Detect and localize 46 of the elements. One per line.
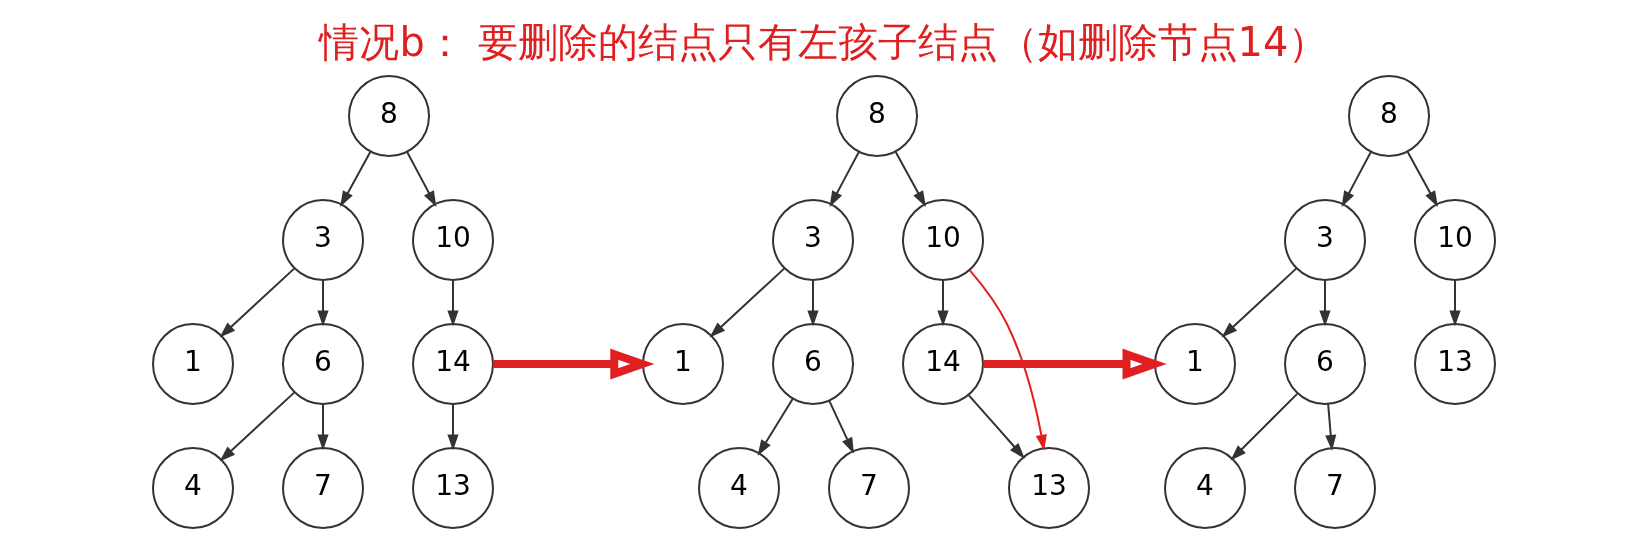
arrow (406, 151, 437, 207)
node-circle: 10 (412, 199, 494, 281)
node-circle: 8 (836, 75, 918, 157)
arrow (757, 397, 794, 456)
node-circle: 14 (902, 323, 984, 405)
node-circle: 7 (282, 447, 364, 529)
node-circle: 14 (412, 323, 494, 405)
diagram-title: 情况b： 要删除的结点只有左孩子结点（如删除节点14） (319, 19, 1329, 65)
node-circle: 6 (772, 323, 854, 405)
node-circle: 6 (1284, 323, 1366, 405)
arrow (1406, 151, 1438, 207)
arrow (709, 267, 786, 338)
arrow (219, 267, 296, 338)
arrow (1319, 279, 1331, 327)
arrow (447, 403, 459, 451)
node-circle: 3 (282, 199, 364, 281)
arrow (1221, 267, 1298, 338)
arrow (317, 403, 329, 451)
arrow (1325, 402, 1337, 451)
node-circle: 3 (772, 199, 854, 281)
node-circle: 8 (1348, 75, 1430, 157)
node-circle: 13 (1008, 447, 1090, 529)
node-circle: 8 (348, 75, 430, 157)
node-circle: 6 (282, 323, 364, 405)
arrow (447, 279, 459, 327)
node-circle: 4 (698, 447, 780, 529)
arrow (340, 151, 372, 207)
node-circle: 13 (1414, 323, 1496, 405)
node-circle: 10 (902, 199, 984, 281)
arrow (828, 399, 854, 454)
node-circle: 13 (412, 447, 494, 529)
arrow (1341, 151, 1372, 207)
arrow (967, 394, 1025, 459)
arrow (317, 279, 329, 327)
arrow (968, 269, 1047, 451)
arrow (807, 279, 819, 327)
node-circle: 7 (1294, 447, 1376, 529)
arrow (937, 279, 949, 327)
node-circle: 10 (1414, 199, 1496, 281)
node-circle: 3 (1284, 199, 1366, 281)
arrow (894, 151, 926, 207)
arrow (219, 391, 296, 462)
arrow (829, 151, 860, 207)
arrow (1449, 279, 1461, 327)
node-circle: 7 (828, 447, 910, 529)
arrow (1230, 392, 1299, 461)
